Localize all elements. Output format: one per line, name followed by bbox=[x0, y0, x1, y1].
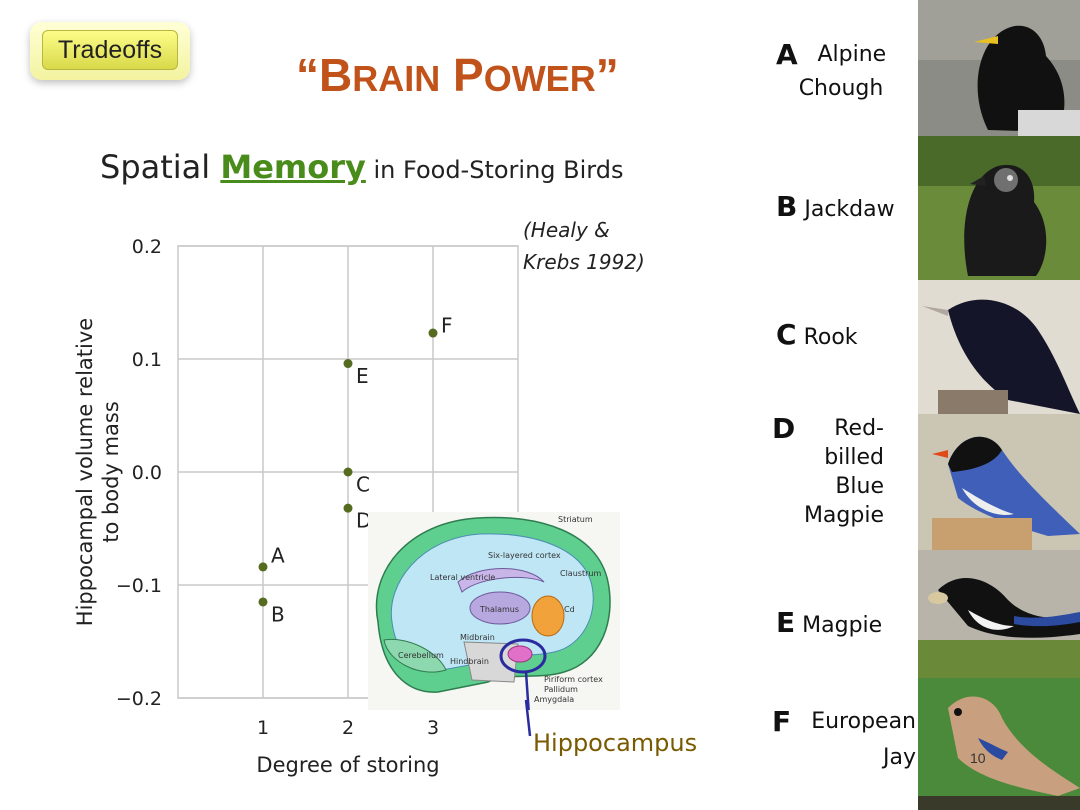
citation: (Healy & Krebs 1992) bbox=[523, 218, 645, 274]
title-part: ” bbox=[595, 49, 619, 101]
hippocampus-label: Hippocampus bbox=[533, 729, 698, 757]
bird-name: Rook bbox=[803, 325, 858, 350]
bird-label-e: E Magpie bbox=[776, 606, 916, 643]
y-axis-label-line: to body mass bbox=[99, 401, 123, 543]
brain-region-label: Six-layered cortex bbox=[488, 551, 561, 560]
y-tick-label: 0.1 bbox=[132, 349, 162, 371]
ventricle bbox=[457, 568, 545, 593]
bird-letter: B bbox=[776, 190, 798, 223]
title-part: OWER bbox=[483, 58, 596, 99]
brain-region-label: Thalamus bbox=[479, 605, 519, 614]
bird-name: Red- billed Blue Magpie bbox=[803, 416, 884, 528]
brain-region-label: Pallidum bbox=[544, 685, 578, 694]
brain-region-label: Claustrum bbox=[560, 569, 601, 578]
brain-diagram: Striatum Six-layered cortex Claustrum La… bbox=[368, 512, 620, 731]
title-part: “B bbox=[296, 49, 353, 101]
hippocampus-ring bbox=[499, 638, 547, 674]
brain-illustration: Striatum Six-layered cortex Claustrum La… bbox=[375, 515, 611, 731]
bird-letter: A bbox=[776, 38, 798, 71]
brain-region-label: Cerebellum bbox=[398, 651, 444, 660]
data-label-d: D bbox=[356, 509, 371, 533]
bird-photo-jackdaw bbox=[918, 136, 1080, 280]
slide-title: “BRAIN POWER” bbox=[296, 48, 676, 114]
brain-region-label: Striatum bbox=[558, 515, 593, 524]
chart-labels: A B CD E F bbox=[271, 314, 453, 627]
data-point-b bbox=[258, 597, 268, 607]
x-tick-label: 3 bbox=[427, 717, 439, 739]
memory-link[interactable]: Memory bbox=[220, 148, 366, 186]
slide-subtitle: Spatial Memory in Food-Storing Birds bbox=[100, 148, 700, 192]
brain-region-label: Amygdala bbox=[534, 695, 574, 704]
bird-label-f: F European Jay bbox=[772, 704, 916, 776]
bird-name: European Jay bbox=[811, 709, 916, 770]
bird-photo-magpie bbox=[918, 550, 1080, 678]
data-label-b: B bbox=[271, 602, 285, 626]
striatum-region bbox=[531, 595, 565, 637]
bird-label-a: A Alpine Chough bbox=[776, 38, 906, 106]
brain-region-label: Lateral ventricle bbox=[430, 573, 495, 582]
bird-letter: C bbox=[776, 318, 797, 351]
y-tick-label: −0.1 bbox=[116, 575, 162, 597]
y-tick-label: 0.2 bbox=[132, 236, 162, 258]
hippocampus-pointer-ext bbox=[524, 700, 532, 737]
y-axis-label: Hippocampal volume relativeto body mass bbox=[73, 318, 123, 626]
data-label-f: F bbox=[441, 314, 453, 338]
bird-label-d: D Red- billed Blue Magpie bbox=[772, 414, 884, 530]
chart-points bbox=[258, 328, 438, 607]
jay-image bbox=[918, 678, 1080, 810]
bird-name: Alpine Chough bbox=[798, 42, 887, 101]
brain-region-label: Piriform cortex bbox=[544, 675, 603, 684]
title-part: P bbox=[440, 49, 484, 101]
subtitle-part: Spatial bbox=[100, 148, 221, 186]
data-point-e bbox=[343, 359, 353, 369]
data-point-a bbox=[258, 562, 268, 572]
data-point-c bbox=[343, 467, 353, 477]
chough-image bbox=[918, 0, 1080, 136]
bird-photo-alpine-chough bbox=[918, 0, 1080, 136]
data-label-c: C bbox=[356, 473, 370, 497]
x-axis-label: Degree of storing bbox=[256, 753, 439, 777]
magpie-image bbox=[918, 550, 1080, 678]
data-label-a: A bbox=[271, 543, 285, 567]
cerebellum bbox=[383, 638, 447, 673]
y-tick-label: 0.0 bbox=[132, 462, 162, 484]
bird-name: Jackdaw bbox=[804, 197, 895, 222]
y-tick-label: −0.2 bbox=[116, 688, 162, 710]
page-number: 10 bbox=[970, 750, 986, 766]
hippocampus-region bbox=[507, 645, 533, 663]
data-point-d bbox=[343, 503, 353, 513]
bird-label-b: B Jackdaw bbox=[776, 190, 916, 227]
bird-photo-european-jay bbox=[918, 678, 1080, 810]
tradeoffs-label: Tradeoffs bbox=[42, 30, 178, 70]
brain-region-label: Hindbrain bbox=[450, 657, 489, 666]
tradeoffs-tag: Tradeoffs bbox=[30, 22, 190, 80]
rook-image bbox=[918, 280, 1080, 414]
brainstem bbox=[463, 641, 519, 683]
brain-region-label: Cd bbox=[564, 605, 575, 614]
y-axis-label-line: Hippocampal volume relative bbox=[73, 318, 97, 626]
data-label-e: E bbox=[356, 364, 369, 388]
x-tick-label: 2 bbox=[342, 717, 354, 739]
jackdaw-image bbox=[918, 136, 1080, 280]
data-point-f bbox=[428, 328, 438, 338]
x-tick-label: 1 bbox=[257, 717, 269, 739]
bird-letter: D bbox=[772, 412, 796, 445]
subtitle-part: in Food-Storing Birds bbox=[365, 156, 624, 184]
thalamus bbox=[469, 591, 531, 625]
bird-letter: F bbox=[772, 705, 792, 738]
bird-photo-red-billed-blue-magpie bbox=[918, 414, 1080, 550]
brain-region-label: Midbrain bbox=[460, 633, 495, 642]
bird-name: Magpie bbox=[802, 613, 883, 638]
title-part: RAIN bbox=[352, 58, 441, 99]
bird-photo-rook bbox=[918, 280, 1080, 414]
bird-letter: E bbox=[776, 606, 796, 639]
blue-magpie-image bbox=[918, 414, 1080, 550]
bird-label-c: C Rook bbox=[776, 318, 916, 355]
